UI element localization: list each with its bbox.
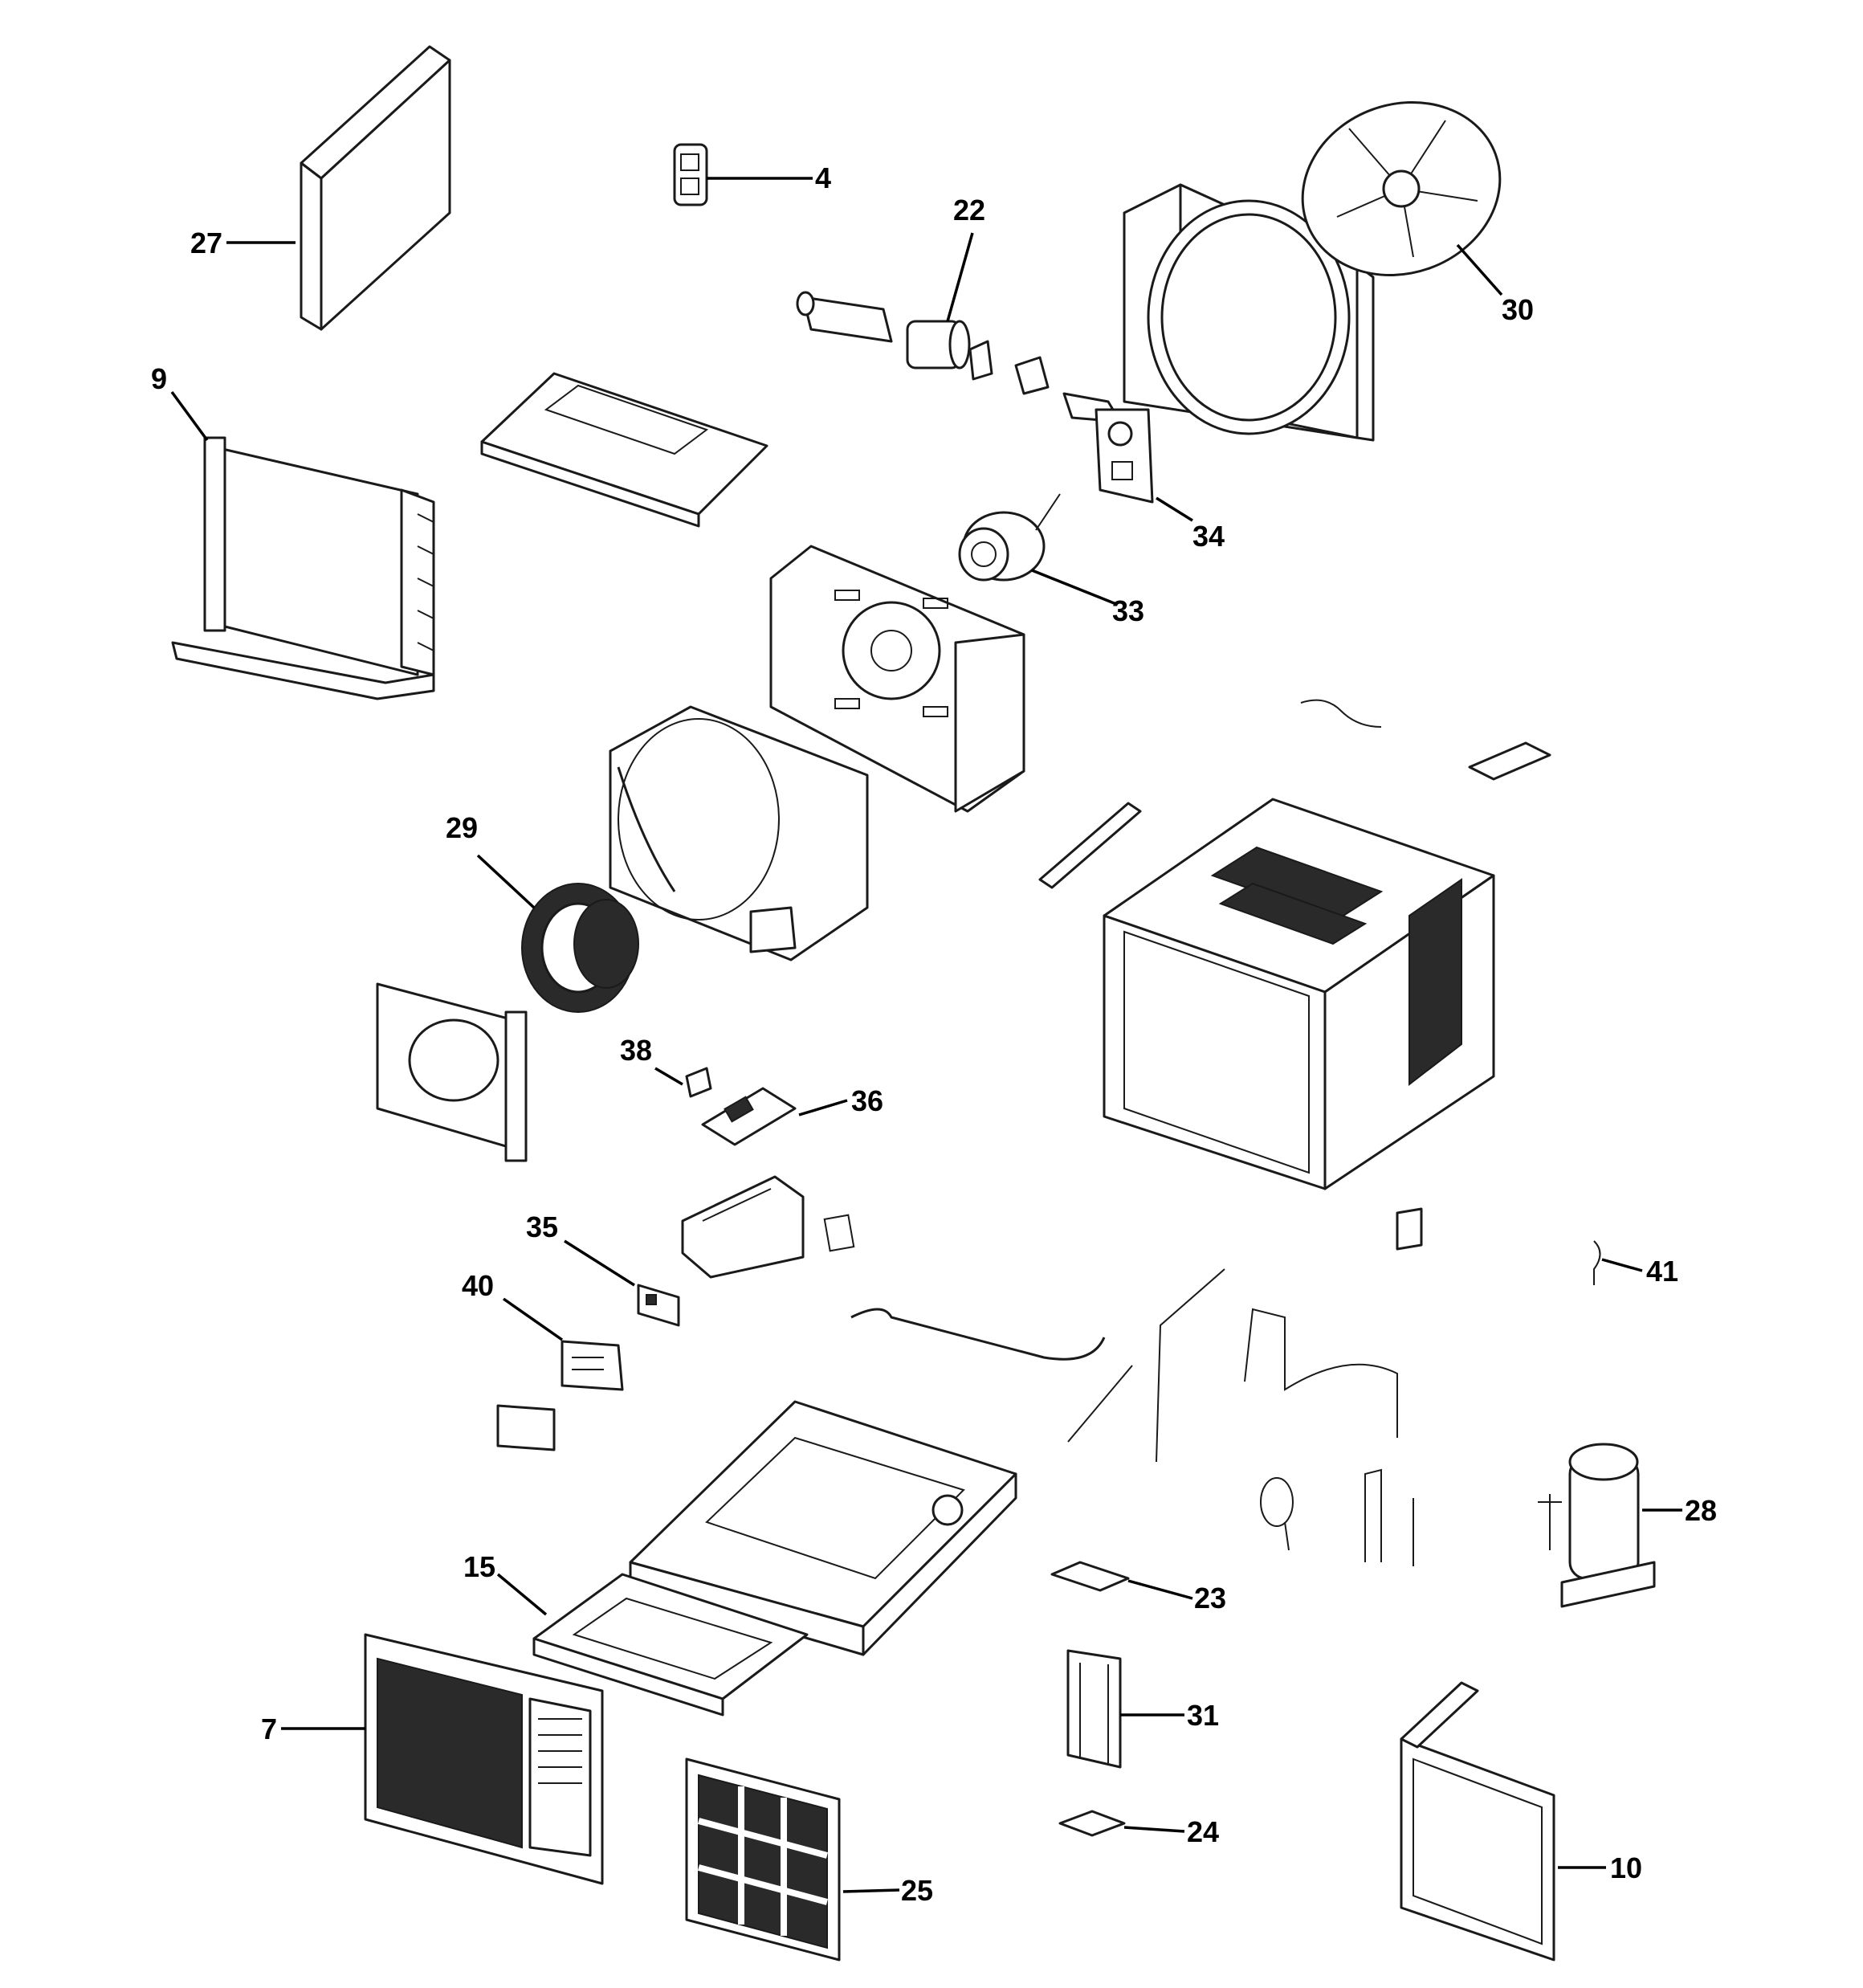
part-33-fan-motor[interactable] <box>958 493 1061 582</box>
angle-rail[interactable] <box>1038 802 1142 889</box>
callout-30: 30 <box>1502 293 1534 326</box>
part-10-condenser-coil[interactable] <box>1400 1681 1555 1961</box>
callout-38: 38 <box>620 1034 652 1067</box>
part-9-evaporator-coil[interactable] <box>171 436 435 700</box>
callout-33: 33 <box>1112 594 1144 627</box>
callout-23: 23 <box>1194 1582 1226 1614</box>
part-22-capacitor[interactable] <box>796 291 1050 395</box>
callout-10: 10 <box>1610 1851 1642 1884</box>
callout-40: 40 <box>462 1269 494 1302</box>
u-bend-tube[interactable] <box>1364 1468 1414 1566</box>
blower-housing[interactable] <box>609 705 869 961</box>
callout-35: 35 <box>526 1210 558 1243</box>
callout-9: 9 <box>151 362 167 395</box>
callout-41: 41 <box>1646 1255 1678 1288</box>
callout-36: 36 <box>851 1084 883 1117</box>
part-38-clip[interactable] <box>685 1067 712 1098</box>
part-36-control-board[interactable] <box>701 1087 797 1146</box>
capillary-tube[interactable] <box>1067 1365 1133 1443</box>
bulkhead-panel[interactable] <box>769 545 1025 813</box>
part-7-front-grille[interactable] <box>364 1633 604 1885</box>
callout-28: 28 <box>1685 1494 1717 1527</box>
callout-24: 24 <box>1187 1815 1219 1848</box>
orifice-plate[interactable] <box>376 982 528 1162</box>
suction-line[interactable] <box>1244 1308 1398 1438</box>
mounting-bracket-small[interactable] <box>1468 741 1551 781</box>
top-panel[interactable] <box>480 372 768 528</box>
callout-27: 27 <box>190 227 222 259</box>
leader-lines <box>170 177 1682 1893</box>
part-23-terminal-block[interactable] <box>1050 1561 1130 1592</box>
gasket-pad[interactable] <box>1396 1207 1423 1251</box>
part-24-small-board[interactable] <box>1058 1810 1126 1837</box>
cabinet-wrapper[interactable] <box>1103 798 1495 1190</box>
part-34-motor-bracket[interactable] <box>1062 392 1154 504</box>
part-30-condenser-fan[interactable] <box>1123 76 1524 442</box>
part-15-front-frame-bracket[interactable] <box>532 1573 809 1717</box>
part-25-air-filter[interactable] <box>685 1757 841 1961</box>
refrigerant-tube[interactable] <box>850 1308 1106 1361</box>
callout-labels: 27 4 22 30 9 34 33 29 38 36 35 40 41 28 … <box>151 161 1717 1907</box>
part-4-switch[interactable] <box>673 143 708 206</box>
part-27-filter-pad[interactable] <box>300 45 451 331</box>
callout-25: 25 <box>901 1874 933 1907</box>
tube-loop[interactable] <box>1260 1477 1294 1551</box>
callout-4: 4 <box>815 161 831 194</box>
part-41-sensor[interactable] <box>1593 1240 1601 1285</box>
discharge-line[interactable] <box>1156 1268 1225 1463</box>
callout-29: 29 <box>446 811 478 844</box>
control-box[interactable] <box>681 1175 855 1279</box>
part-40-display[interactable] <box>561 1340 624 1391</box>
label-card[interactable] <box>496 1404 556 1451</box>
part-31-side-bracket[interactable] <box>1066 1649 1122 1769</box>
callout-15: 15 <box>463 1550 495 1583</box>
callout-22: 22 <box>953 194 985 227</box>
callout-31: 31 <box>1187 1699 1219 1732</box>
base-pan[interactable] <box>629 1400 1017 1656</box>
part-29-blower-wheel[interactable] <box>521 883 639 1013</box>
callout-7: 7 <box>261 1712 277 1745</box>
part-28-compressor[interactable] <box>1538 1443 1656 1608</box>
wire-harness[interactable] <box>1300 699 1382 728</box>
callout-34: 34 <box>1192 520 1225 553</box>
part-35-relay[interactable] <box>637 1284 680 1327</box>
